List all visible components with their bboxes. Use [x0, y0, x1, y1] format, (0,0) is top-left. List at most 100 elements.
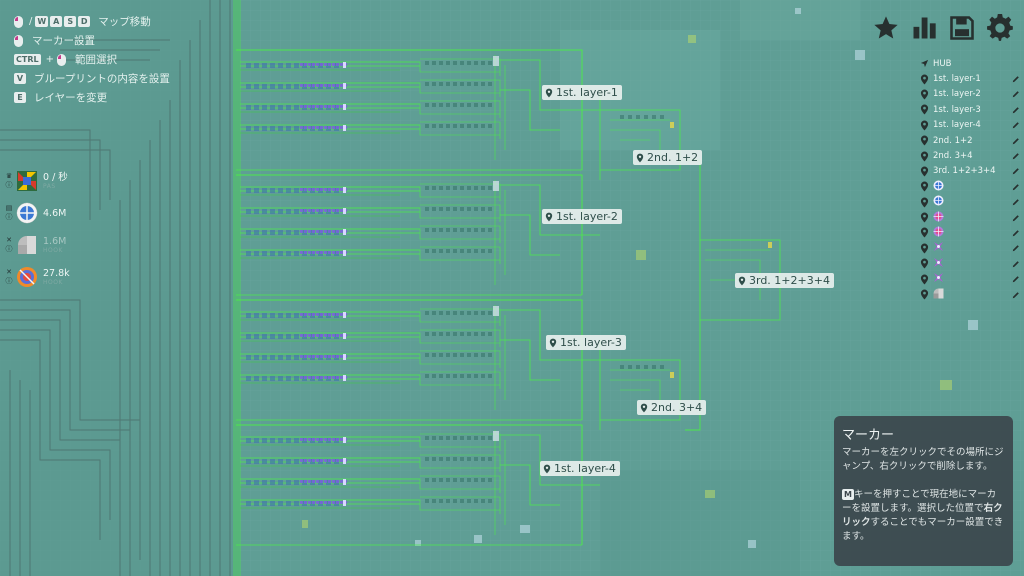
close-icon[interactable]: ✕	[6, 268, 12, 276]
map-pin-icon	[920, 212, 929, 223]
keybind-row-layer: E レイヤーを変更	[14, 88, 170, 107]
key-d: D	[78, 16, 91, 27]
edit-pencil-icon[interactable]	[1012, 214, 1020, 222]
key-m: M	[842, 489, 854, 500]
stats-bar-icon[interactable]	[910, 14, 938, 42]
keybind-text: レイヤーを変更	[34, 92, 108, 104]
waypoint-label: 1st. layer-4	[933, 120, 981, 131]
waypoint-item[interactable]: 1st. layer-4	[920, 118, 1020, 133]
waypoint-shape-item[interactable]	[920, 225, 1020, 240]
edit-pencil-icon[interactable]	[1012, 75, 1020, 83]
info-icon[interactable]: ⓘ	[5, 245, 13, 253]
map-pin-icon	[920, 151, 929, 161]
map-pin-icon	[549, 338, 557, 347]
save-icon[interactable]	[948, 14, 976, 42]
navigate-arrow-icon	[920, 60, 929, 68]
keybind-row-blueprint: V ブループリントの内容を設置	[14, 69, 170, 88]
waypoint-shape-item[interactable]	[920, 210, 1020, 225]
edit-pencil-icon[interactable]	[1012, 106, 1020, 114]
edit-pencil-icon[interactable]	[1012, 260, 1020, 268]
key-a: A	[50, 16, 63, 27]
shape-amount: 1.6M	[43, 236, 67, 247]
map-pin-icon	[640, 403, 648, 412]
pinned-shape-row[interactable]: ▤ⓘ 4.6M	[4, 197, 70, 229]
edit-pencil-icon[interactable]	[1012, 198, 1020, 206]
mouse-icon	[14, 34, 23, 47]
info-icon[interactable]: ⓘ	[5, 213, 13, 221]
waypoint-hub[interactable]: HUB	[920, 56, 1020, 71]
edit-pencil-icon[interactable]	[1012, 291, 1020, 299]
map-marker-label[interactable]: 1st. layer-3	[546, 335, 626, 350]
edit-pencil-icon[interactable]	[1012, 229, 1020, 237]
star-icon[interactable]	[872, 14, 900, 42]
map-pin-icon	[920, 120, 929, 131]
edit-pencil-icon[interactable]	[1012, 121, 1020, 129]
info-icon[interactable]: ⓘ	[5, 181, 13, 189]
map-marker-label[interactable]: 1st. layer-1	[542, 85, 622, 100]
waypoint-item[interactable]: 3rd. 1+2+3+4	[920, 164, 1020, 179]
shape-icon-half-square	[18, 236, 36, 254]
info-icon[interactable]: ⓘ	[5, 277, 13, 285]
waypoint-item[interactable]: 1st. layer-1	[920, 71, 1020, 86]
edit-pencil-icon[interactable]	[1012, 152, 1020, 160]
waypoint-shape-item[interactable]	[920, 195, 1020, 210]
waypoint-shape-item[interactable]	[920, 271, 1020, 286]
edit-pencil-icon[interactable]	[1012, 167, 1020, 175]
waypoint-item[interactable]: 2nd. 3+4	[920, 148, 1020, 163]
copy-icon[interactable]: ▤	[5, 204, 13, 212]
edit-pencil-icon[interactable]	[1012, 137, 1020, 145]
waypoint-item[interactable]: 2nd. 1+2	[920, 133, 1020, 148]
map-pin-icon	[920, 274, 929, 285]
map-marker-label[interactable]: 2nd. 1+2	[633, 150, 703, 165]
map-marker-label[interactable]: 2nd. 3+4	[637, 400, 707, 415]
half-square-shape-icon	[933, 288, 944, 299]
map-pin-icon	[920, 89, 929, 100]
waypoint-label: 1st. layer-3	[933, 104, 981, 115]
keybind-row-move: / W A S D マップ移動	[14, 12, 170, 31]
key-w: W	[35, 16, 49, 27]
edit-pencil-icon[interactable]	[1012, 244, 1020, 252]
key-v: V	[14, 73, 26, 84]
edit-pencil-icon[interactable]	[1012, 183, 1020, 191]
gear-icon[interactable]	[986, 14, 1014, 42]
waypoint-label: 2nd. 3+4	[933, 151, 973, 162]
cross-purple-shape-icon	[934, 257, 943, 267]
keybind-text: マップ移動	[98, 16, 151, 28]
map-pin-icon	[543, 464, 551, 473]
tooltip-title: マーカー	[842, 428, 895, 443]
map-marker-label[interactable]: 1st. layer-4	[540, 461, 620, 476]
edit-pencil-icon[interactable]	[1012, 275, 1020, 283]
waypoint-shape-item[interactable]	[920, 241, 1020, 256]
circle-quartered-shape-icon	[933, 180, 944, 191]
marker-tooltip: マーカー マーカーを左クリックでその場所にジャンプ、右クリックで削除します。 M…	[834, 416, 1013, 566]
waypoint-shape-item[interactable]	[920, 179, 1020, 194]
crown-icon: ♛	[5, 172, 13, 180]
waypoint-shape-item[interactable]	[920, 287, 1020, 302]
keybind-text: 範囲選択	[74, 54, 117, 66]
map-marker-label[interactable]: 3rd. 1+2+3+4	[735, 273, 834, 288]
keybind-row-marker: マーカー設置	[14, 31, 170, 50]
map-pin-icon	[920, 243, 929, 254]
waypoint-item[interactable]: 1st. layer-3	[920, 102, 1020, 117]
map-pin-icon	[920, 228, 929, 238]
map-pin-icon	[920, 258, 929, 269]
edit-pencil-icon[interactable]	[1012, 90, 1020, 98]
map-pin-icon	[920, 166, 929, 177]
keybind-row-select: CTRL + 範囲選択	[14, 53, 117, 66]
shape-rate: 0 / 秒	[43, 172, 68, 183]
map-marker-label[interactable]: 1st. layer-2	[542, 209, 622, 224]
keybind-text: ブループリントの内容を設置	[34, 73, 170, 85]
map-pin-icon	[920, 289, 929, 300]
waypoint-item[interactable]: 1st. layer-2	[920, 87, 1020, 102]
circle-swirl-shape-icon	[933, 226, 944, 237]
close-icon[interactable]: ✕	[6, 236, 12, 244]
map-pin-icon	[920, 74, 929, 85]
waypoint-shape-item[interactable]	[920, 256, 1020, 271]
